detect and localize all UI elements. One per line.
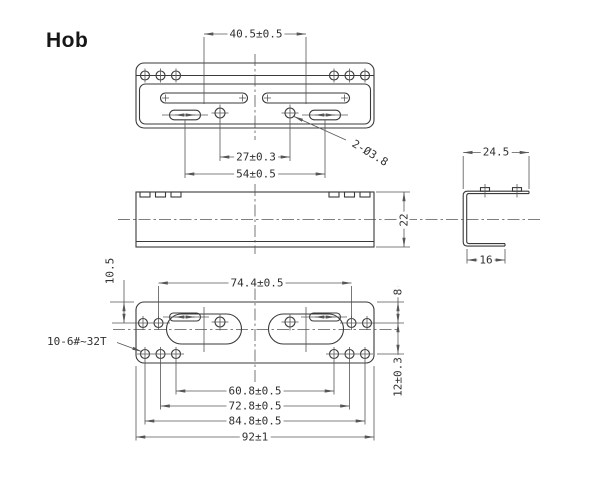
dim-label-overall-width: 92±1 <box>239 430 271 443</box>
dim-label-obround-centers: 54±0.5 <box>234 167 278 180</box>
bottom-view <box>112 288 404 383</box>
bottom-view-pilot-holes <box>211 313 299 331</box>
bottom-view-obround-slots <box>163 312 347 322</box>
dim-label-edge-to-row: 8 <box>391 286 405 298</box>
dim-label-top-flange: 24.5 <box>480 145 512 159</box>
dim-label-slot-centers: 40.5±0.5 <box>227 27 285 40</box>
bottom-view-stadium-cutouts <box>165 307 345 352</box>
top-view-obround-slots <box>162 109 348 121</box>
dim-label-span-middle: 72.8±0.5 <box>226 399 284 412</box>
dim-label-span-outer: 84.8±0.5 <box>226 414 284 427</box>
dim-label-bottom-flange: 16 <box>477 253 495 266</box>
thread-callout-label: 10-6#~32T <box>46 335 108 348</box>
side-view-dimensions <box>462 150 530 264</box>
dim-label-hole-centers: 27±0.3 <box>234 150 278 163</box>
front-view <box>118 184 541 254</box>
dim-label-span-inner: 60.8±0.5 <box>226 384 284 397</box>
bottom-view-outline <box>135 301 375 364</box>
side-view <box>462 184 530 247</box>
drawing-title: Hob <box>46 29 89 52</box>
bottom-view-upper-holes <box>112 316 404 330</box>
side-view-tabs <box>479 184 523 198</box>
side-view-outer-profile <box>462 190 529 247</box>
dim-label-upper-span: 74.4±0.5 <box>228 276 286 289</box>
dim-label-edge-offset: 10.5 <box>103 255 117 287</box>
thread-callout-leader <box>116 342 142 352</box>
side-view-inner-profile <box>466 193 529 245</box>
front-view-notches <box>139 191 371 198</box>
top-view-pilot-holes <box>211 104 299 122</box>
top-flange-holes <box>139 68 371 83</box>
top-view <box>135 54 375 140</box>
hole-callout-leader <box>293 116 347 141</box>
dim-label-row-spacing: 12±0.3 <box>391 355 405 399</box>
dim-label-height: 22 <box>397 210 411 229</box>
